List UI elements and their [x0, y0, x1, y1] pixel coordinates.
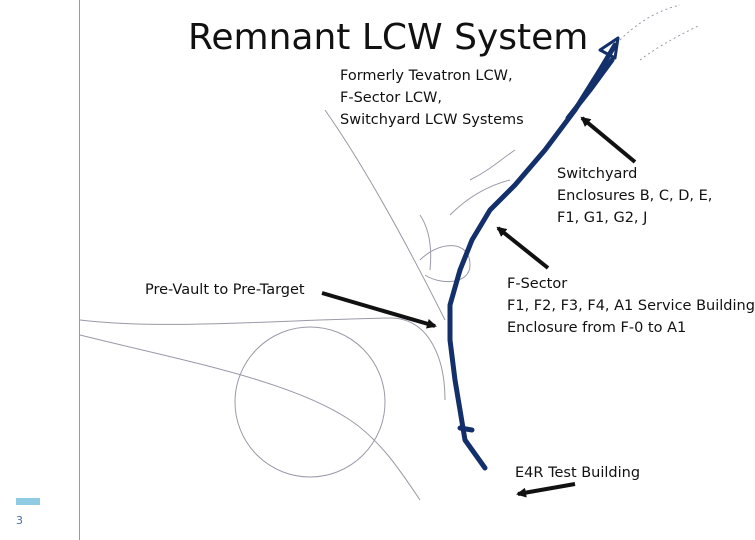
lower-ring-arc — [79, 334, 421, 501]
formerly-line-3: Switchyard LCW Systems — [340, 112, 524, 128]
dotted-right — [639, 24, 701, 61]
lcw-system-line — [447, 36, 620, 471]
prevault-label: Pre-Vault to Pre-Target — [145, 282, 305, 298]
switchyard-line-1: Switchyard — [557, 166, 638, 182]
lcw-diagram — [79, 4, 701, 501]
short-spur — [419, 214, 432, 271]
page-title: Remnant LCW System — [188, 17, 589, 58]
dotted-upper-right — [619, 4, 681, 41]
e4r-label: E4R Test Building — [515, 465, 641, 481]
switchyard-arrow — [580, 116, 637, 164]
formerly-line-2: F-Sector LCW, — [340, 90, 442, 106]
e4r-arrow — [516, 482, 576, 498]
prevault-arrow — [321, 291, 437, 329]
fsector-line-2: F1, F2, F3, F4, A1 Service Building — [507, 298, 755, 314]
fsector-line-3: Enclosure from F-0 to A1 — [507, 320, 687, 336]
switchyard-line-3: F1, G1, G2, J — [557, 210, 648, 226]
left-margin-rule — [79, 0, 80, 540]
upper-branch — [469, 149, 516, 181]
formerly-line-1: Formerly Tevatron LCW, — [340, 68, 513, 84]
top-end-cap — [598, 36, 620, 60]
upper-lcw-branch — [565, 57, 615, 121]
switchyard-label: Switchyard Enclosures B, C, D, E, F1, G1… — [557, 163, 712, 229]
formerly-systems-label: Formerly Tevatron LCW, F-Sector LCW, Swi… — [340, 65, 524, 131]
beamline-sketch — [79, 4, 701, 501]
pointer-arrows — [321, 116, 637, 498]
booster-ring — [234, 326, 386, 478]
diagonal-beamline — [324, 109, 446, 321]
fsector-arrow — [496, 226, 550, 270]
switchyard-line-2: Enclosures B, C, D, E, — [557, 188, 713, 204]
switchyard-branch — [449, 179, 511, 216]
lower-lcw-tick — [457, 425, 475, 433]
fsector-line-1: F-Sector — [507, 276, 568, 292]
accent-bar — [16, 498, 40, 505]
small-loop — [419, 245, 471, 283]
fsector-label: F-Sector F1, F2, F3, F4, A1 Service Buil… — [507, 273, 755, 339]
large-ring-arc — [79, 317, 446, 401]
page-number: 3 — [16, 514, 23, 527]
